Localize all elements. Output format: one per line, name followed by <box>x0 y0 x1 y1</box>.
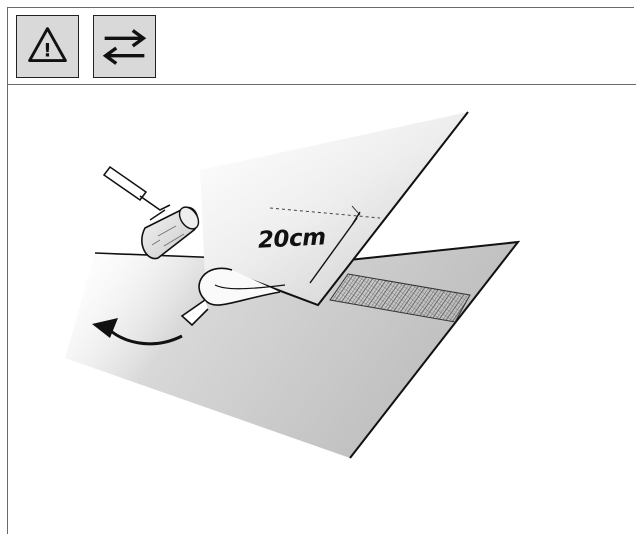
warning-button[interactable]: ! <box>16 15 79 78</box>
overlap-label: 20cm <box>257 224 327 254</box>
release-liner <box>180 267 286 327</box>
swap-button[interactable] <box>93 15 156 78</box>
overlap-dimension <box>309 211 361 284</box>
paint-roller <box>102 165 200 260</box>
warning-glyph: ! <box>43 41 51 62</box>
swap-arrows-icon <box>102 29 147 65</box>
instruction-frame <box>7 7 634 534</box>
reinforcement-mesh <box>329 273 471 323</box>
warning-icon: ! <box>28 27 67 62</box>
header-divider <box>7 84 636 85</box>
peel-arrow <box>92 318 183 346</box>
